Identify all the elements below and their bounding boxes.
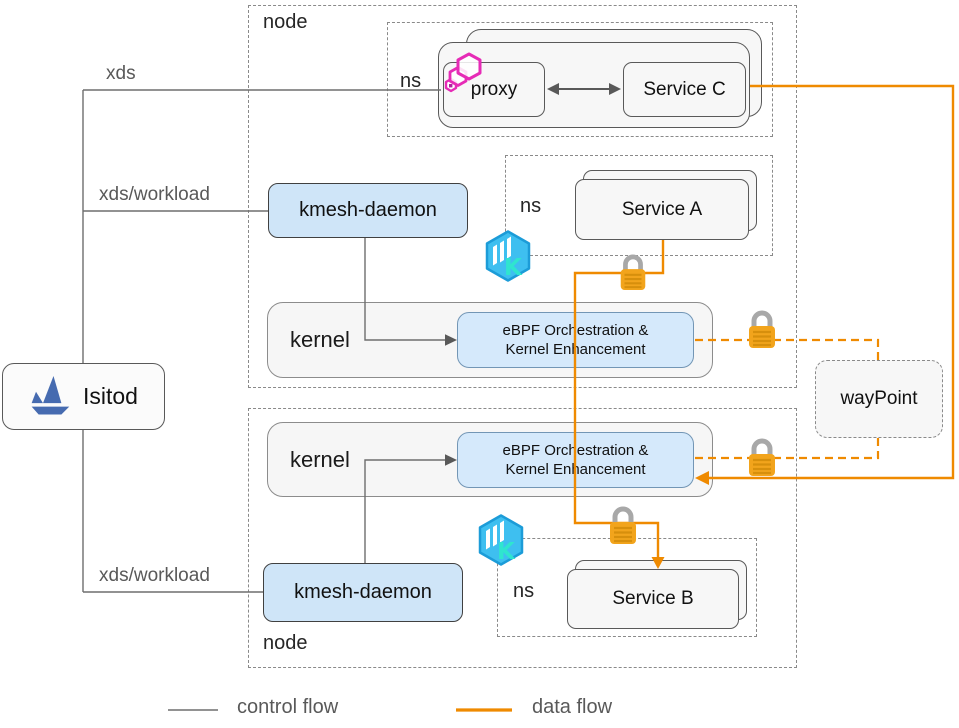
lock-icon-service-a bbox=[620, 254, 646, 290]
service-c-box: Service C bbox=[623, 62, 746, 117]
waypoint-box: wayPoint bbox=[815, 360, 943, 438]
proxy-hexagons-icon bbox=[444, 52, 482, 93]
legend-control-flow-label: control flow bbox=[237, 696, 339, 718]
ebpf-bottom-line1: eBPF Orchestration & bbox=[502, 441, 649, 459]
service-b-box: Service B bbox=[567, 569, 739, 629]
node-label-top: node bbox=[263, 11, 308, 33]
ebpf-top-line1: eBPF Orchestration & bbox=[502, 321, 649, 339]
service-c-label: Service C bbox=[643, 78, 726, 100]
kernel-label-top: kernel bbox=[290, 327, 350, 352]
kmesh-daemon-bottom: kmesh-daemon bbox=[263, 563, 463, 622]
kmesh-daemon-top: kmesh-daemon bbox=[268, 183, 468, 238]
legend-data-flow-label: data flow bbox=[532, 696, 613, 718]
node-group-bottom bbox=[248, 408, 797, 668]
lock-icon-service-b bbox=[610, 506, 636, 544]
ns-label-c: ns bbox=[400, 70, 422, 92]
kmesh-icon-bottom: K bbox=[478, 514, 524, 566]
kmesh-daemon-top-label: kmesh-daemon bbox=[299, 199, 437, 221]
svg-text:K: K bbox=[504, 255, 523, 281]
istio-icon bbox=[31, 375, 70, 414]
xds-label: xds bbox=[106, 63, 136, 84]
ebpf-box-top: eBPF Orchestration & Kernel Enhancement bbox=[457, 312, 694, 368]
istiod-label: Isitod bbox=[83, 383, 138, 409]
ebpf-box-bottom: eBPF Orchestration & Kernel Enhancement bbox=[457, 432, 694, 488]
proxy-label: proxy bbox=[470, 78, 518, 100]
lock-icon-waypoint-out bbox=[749, 438, 775, 476]
service-a-box: Service A bbox=[575, 179, 749, 240]
service-a-label: Service A bbox=[621, 198, 703, 220]
istiod-box: Isitod bbox=[2, 363, 165, 430]
namespace-box-c bbox=[387, 22, 773, 137]
waypoint-label: wayPoint bbox=[840, 388, 918, 409]
lock-icon-waypoint-in bbox=[749, 310, 775, 348]
kmesh-daemon-bottom-label: kmesh-daemon bbox=[294, 581, 432, 603]
service-b-label: Service B bbox=[612, 588, 694, 609]
kmesh-icon-top: K bbox=[485, 230, 531, 282]
ebpf-top-line2: Kernel Enhancement bbox=[505, 341, 646, 358]
xds-workload-label-bottom: xds/workload bbox=[99, 565, 210, 586]
ebpf-bottom-line2: Kernel Enhancement bbox=[505, 461, 646, 478]
kernel-label-bottom: kernel bbox=[290, 446, 350, 472]
svg-text:K: K bbox=[497, 539, 516, 565]
ns-label-b: ns bbox=[513, 580, 535, 602]
xds-workload-label-top: xds/workload bbox=[99, 184, 210, 205]
ns-label-a: ns bbox=[520, 195, 542, 217]
node-label-bottom: node bbox=[263, 632, 308, 654]
